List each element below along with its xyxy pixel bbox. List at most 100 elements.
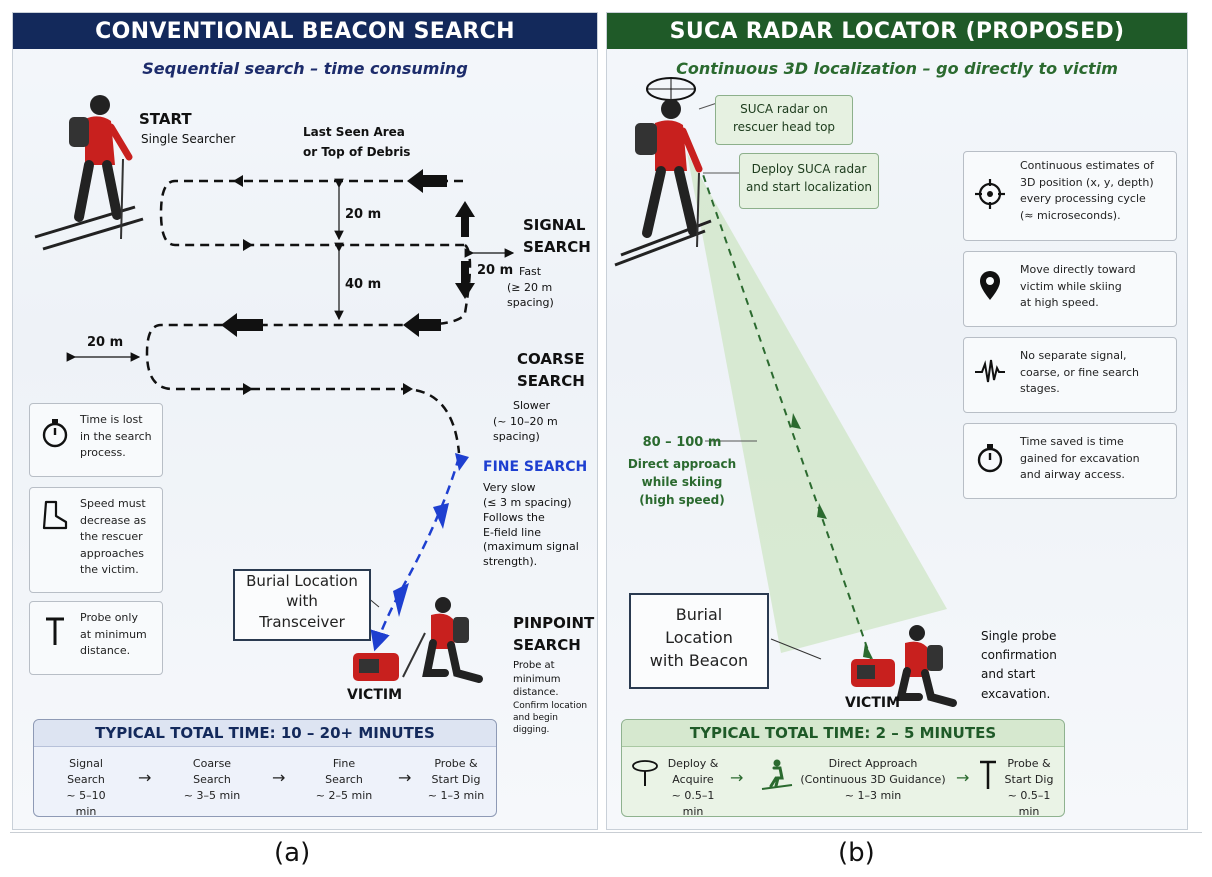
- info-line: (≈ microseconds).: [1020, 208, 1121, 222]
- info-line: Speed must: [80, 497, 146, 510]
- info-line: gained for excavation: [1020, 451, 1140, 465]
- info-box-speed: Speed must decrease as the rescuer appro…: [29, 487, 163, 593]
- burial-line: Burial: [675, 605, 723, 624]
- approach-line: (high speed): [639, 493, 725, 507]
- stage-line: Direct Approach: [828, 757, 918, 770]
- panel-subtitle: Continuous 3D localization – go directly…: [676, 59, 1118, 78]
- stopwatch-icon: [42, 419, 68, 448]
- coarse-slower: Slower: [513, 399, 551, 412]
- search-path-diagram: [34, 95, 515, 683]
- info-box-no-stages: No separate signal, coarse, or fine sear…: [963, 337, 1177, 413]
- info-line: and airway access.: [1020, 468, 1125, 481]
- skier-figure: [34, 95, 144, 251]
- start-label: START: [139, 110, 192, 128]
- info-text: Time saved is time gained for excavation…: [1020, 434, 1170, 484]
- pinpoint-desc: Probe at minimum distance. Confirm locat…: [513, 659, 597, 736]
- fine-line: Follows the: [483, 510, 545, 524]
- burial-line: Transceiver: [259, 612, 345, 631]
- stage-line: ~ 3–5 min: [183, 788, 241, 802]
- pinpoint-line: minimum: [513, 673, 561, 685]
- signal-search-title-2: SEARCH: [523, 238, 591, 256]
- info-line: Probe only: [80, 611, 138, 624]
- boot-icon: [42, 500, 68, 530]
- crosshair-icon: [975, 179, 1005, 209]
- stage-deploy: Deploy & Acquire ~ 0.5–1 min: [660, 756, 726, 820]
- info-line: approaches: [80, 546, 144, 560]
- dimension-20m-vertical: 20 m: [345, 207, 382, 222]
- stage-line: Fine: [332, 757, 356, 770]
- deploy-label-line: and start localization: [745, 180, 873, 194]
- stage-line: Search: [325, 772, 363, 786]
- info-line: in the search: [80, 429, 152, 443]
- skier-icon: [761, 759, 793, 790]
- caption-a: (a): [274, 838, 311, 868]
- stage-probe: Probe & Start Dig ~ 0.5–1 min: [996, 756, 1062, 820]
- burial-line: Burial Location: [246, 572, 358, 590]
- last-seen-line-1: Last Seen Area: [303, 125, 405, 139]
- fine-line: (≤ 3 m spacing): [483, 495, 572, 509]
- stage-probe: Probe & Start Dig ~ 1–3 min: [420, 756, 492, 804]
- stage-signal: Signal Search ~ 5–10 min: [56, 756, 116, 820]
- stage-arrow: →: [730, 768, 744, 787]
- info-text: Move directly toward victim while skiing…: [1020, 262, 1170, 312]
- burial-location-label: Burial Location with Transceiver: [233, 569, 371, 641]
- info-box-time-saved: Time saved is time gained for excavation…: [963, 423, 1177, 499]
- stage-arrow: →: [138, 768, 152, 787]
- signal-spacing: (≥ 20 m spacing): [507, 281, 554, 309]
- burial-line: Location: [665, 628, 733, 648]
- approach-desc: Direct approach while skiing (high speed…: [627, 455, 737, 509]
- caption-divider: [10, 832, 1202, 833]
- info-text: Speed must decrease as the rescuer appro…: [80, 496, 170, 579]
- panel-title: CONVENTIONAL BEACON SEARCH: [13, 13, 597, 49]
- burial-line: with: [286, 592, 318, 611]
- info-line: process.: [80, 446, 126, 459]
- info-line: distance.: [80, 644, 131, 657]
- info-box-probe: Probe only at minimum distance.: [29, 601, 163, 675]
- stage-line: Search: [193, 772, 231, 786]
- probe-icon: [980, 760, 996, 789]
- coarse-spacing: (~ 10–20 m spacing): [493, 415, 558, 443]
- stage-line: Deploy &: [667, 757, 719, 770]
- fine-line: strength).: [483, 555, 538, 569]
- info-line: the victim.: [80, 563, 139, 576]
- dimension-20m-left: 20 m: [87, 335, 124, 350]
- pinpoint-title-2: SEARCH: [513, 636, 581, 654]
- info-line: 3D position (x, y, depth): [1020, 175, 1154, 189]
- stage-line: (Continuous 3D Guidance): [800, 772, 946, 786]
- stage-arrow: →: [272, 768, 286, 787]
- radar-label-line: rescuer head top: [732, 120, 836, 134]
- approach-line: while skiing: [641, 475, 723, 489]
- panel-subtitle: Sequential search – time consuming: [142, 59, 468, 78]
- panel-conventional: CONVENTIONAL BEACON SEARCH Sequential se…: [12, 12, 598, 830]
- stage-arrow: →: [956, 768, 970, 787]
- info-text: Continuous estimates of 3D position (x, …: [1020, 158, 1170, 224]
- stage-line: Start Dig: [431, 772, 481, 786]
- coarse-search-title-2: SEARCH: [517, 372, 585, 390]
- info-box-move-directly: Move directly toward victim while skiing…: [963, 251, 1177, 327]
- total-time-box: TYPICAL TOTAL TIME: 10 – 20+ MINUTES Sig…: [33, 719, 497, 820]
- info-line: Continuous estimates of: [1020, 159, 1154, 172]
- probe-line: Single probe: [981, 629, 1057, 643]
- stage-line: Search: [67, 772, 105, 786]
- last-seen-line-2: or Top of Debris: [303, 145, 411, 159]
- stage-line: Acquire: [672, 772, 714, 786]
- caption-b: (b): [838, 838, 875, 868]
- info-text: No separate signal, coarse, or fine sear…: [1020, 348, 1170, 398]
- waveform-icon: [975, 359, 1005, 383]
- info-line: Time saved is time: [1020, 435, 1124, 448]
- stage-line: ~ 5–10 min: [66, 788, 106, 818]
- coarse-search-title-1: COARSE: [517, 350, 585, 368]
- fine-line: (maximum signal: [483, 540, 579, 554]
- stopwatch-icon: [977, 444, 1003, 473]
- info-line: Move directly toward: [1020, 263, 1136, 276]
- stage-line: ~ 0.5–1 min: [1007, 788, 1051, 818]
- fine-line: Very slow: [483, 481, 536, 494]
- total-time-title: TYPICAL TOTAL TIME: 2 – 5 MINUTES: [622, 720, 1064, 747]
- fine-search-title: FINE SEARCH: [483, 459, 588, 475]
- info-line: the rescuer: [80, 530, 143, 543]
- pinpoint-line: Probe at: [513, 660, 555, 671]
- fine-search-desc: Very slow (≤ 3 m spacing) Follows the E-…: [483, 481, 579, 570]
- stage-line: ~ 1–3 min: [427, 788, 485, 802]
- stage-line: Start Dig: [1004, 772, 1054, 786]
- stage-line: Coarse: [192, 757, 232, 770]
